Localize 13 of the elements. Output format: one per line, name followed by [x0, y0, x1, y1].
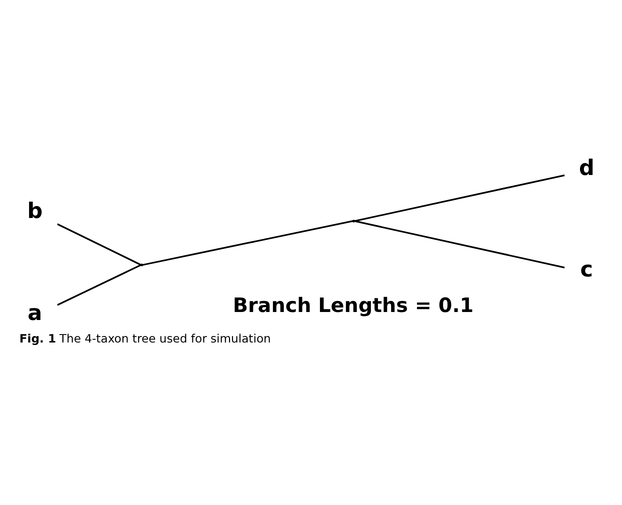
caption: Fig. 1 The 4-taxon tree used for simulation — [19, 331, 271, 346]
node-text: c — [580, 258, 594, 283]
node-text: d — [579, 156, 594, 181]
connector — [142, 220, 353, 266]
node-text: a — [28, 300, 42, 326]
connector — [354, 174, 565, 222]
connector — [57, 223, 142, 266]
label: Branch Lengths = 0.1 — [232, 294, 474, 318]
node-point — [140, 264, 144, 266]
node-text: b — [27, 199, 43, 224]
node-point — [352, 220, 355, 222]
connector — [57, 264, 142, 306]
connector — [354, 220, 565, 268]
